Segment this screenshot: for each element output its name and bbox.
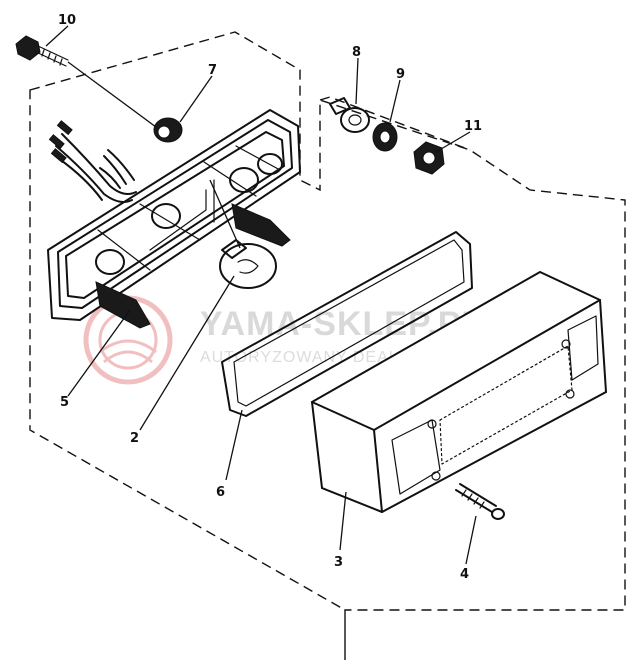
leader-4	[465, 515, 477, 565]
grommet-7	[153, 117, 183, 143]
callout-4: 4	[460, 567, 469, 582]
boundary-inner-dash	[319, 96, 471, 151]
nut-11	[413, 141, 445, 175]
callout-9: 9	[396, 67, 405, 82]
leader-5	[67, 309, 131, 397]
callout-3: 3	[334, 555, 343, 570]
screw-10	[15, 35, 161, 131]
screw-4	[455, 483, 505, 520]
leader-10	[45, 25, 69, 47]
leader-11	[435, 131, 471, 153]
leader-8	[355, 57, 359, 105]
collar-8	[329, 97, 370, 133]
base-housing	[47, 109, 301, 329]
leader-6	[225, 409, 243, 481]
callout-6: 6	[216, 485, 225, 500]
callout-7: 7	[208, 63, 217, 78]
leader-7	[179, 75, 213, 123]
gasket-6	[221, 231, 473, 417]
callout-10: 10	[58, 13, 76, 28]
callout-5: 5	[60, 395, 69, 410]
leader-9	[389, 79, 401, 123]
callout-11: 11	[464, 119, 482, 134]
leader-2	[139, 275, 235, 431]
callout-2: 2	[130, 431, 139, 446]
wire-harness	[48, 120, 137, 203]
callout-8: 8	[352, 45, 361, 60]
washer-9	[372, 122, 398, 152]
lens-3	[310, 270, 608, 514]
leader-3	[339, 491, 347, 551]
bulb-2	[209, 179, 277, 289]
assembly-boundary	[29, 31, 626, 660]
